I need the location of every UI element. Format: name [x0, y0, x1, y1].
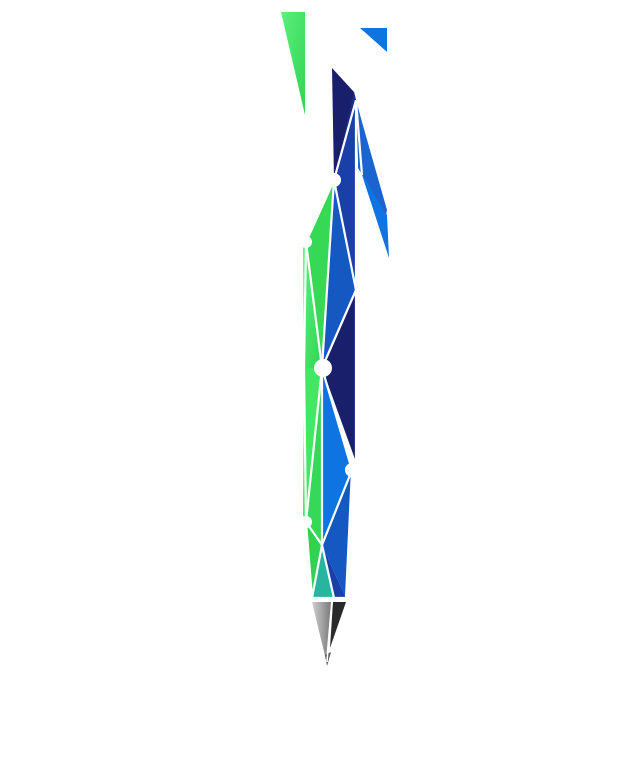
line-e	[320, 179, 336, 369]
tip-right	[330, 602, 346, 648]
facet-teal	[312, 545, 334, 598]
line-a	[332, 99, 358, 181]
facet-lines	[302, 99, 364, 600]
line-l	[310, 544, 324, 599]
pen-body	[300, 68, 364, 600]
line-f	[320, 289, 358, 369]
line-cap	[354, 99, 364, 176]
line-left-edge	[302, 241, 314, 599]
line-h	[304, 367, 324, 523]
line-g	[320, 367, 354, 471]
node-4	[345, 463, 359, 477]
facet-blue-bottom	[322, 545, 346, 598]
pen-tip	[312, 601, 346, 666]
tip-left	[312, 602, 331, 660]
node-1	[327, 173, 341, 187]
right-shards	[356, 100, 389, 258]
shard-right-mid	[358, 108, 387, 215]
line-d	[304, 241, 324, 369]
line-j	[320, 469, 354, 546]
line-m	[320, 544, 336, 599]
facet-blue-diag	[322, 180, 356, 368]
facet-cap	[332, 68, 356, 180]
node-3	[314, 359, 332, 377]
tip-split	[326, 601, 333, 663]
top-shards	[281, 12, 387, 115]
line-b	[332, 179, 358, 291]
facet-blue-center	[322, 368, 352, 545]
shard-right-lower	[362, 175, 389, 258]
node-5	[300, 516, 312, 528]
facet-upper-blue	[334, 100, 356, 290]
shard-blue-top	[360, 28, 387, 52]
node-2	[300, 236, 312, 248]
facet-blue-lower-right	[322, 470, 352, 598]
nodes	[300, 173, 359, 528]
shard-green-top	[281, 12, 305, 115]
facet-navy	[322, 290, 356, 462]
line-c	[304, 179, 336, 243]
